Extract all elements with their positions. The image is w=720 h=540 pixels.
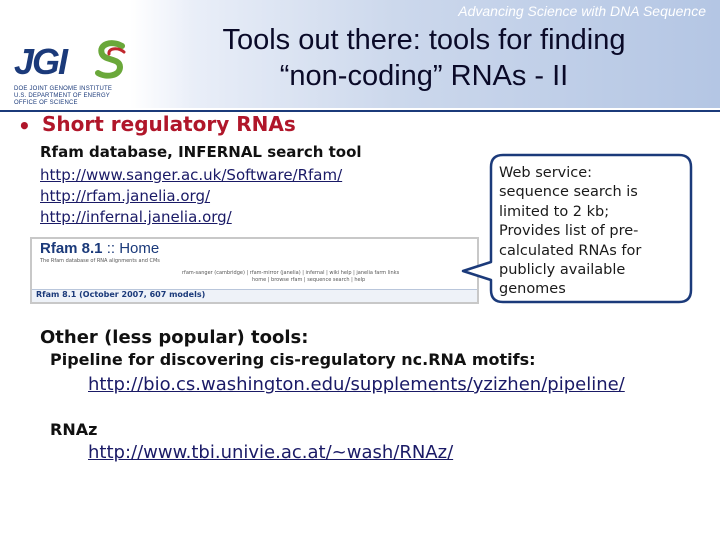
callout-line: Web service: [499,165,593,181]
sanger-rfam-link[interactable]: http://www.sanger.ac.uk/Software/Rfam/ [40,166,343,184]
callout-line: genomes [499,281,566,298]
callout-line: sequence search is [499,184,638,201]
rfam-nav-links: rfam-sanger (cambridge) | rfam-mirror (j… [182,270,400,276]
header-divider [0,110,720,112]
rfam-tools-label: Rfam database, INFERNAL search tool [40,143,362,161]
rfam-home-text: :: Home [106,240,160,257]
bullet-icon: • [18,114,31,138]
title-line-2: “non-coding” RNAs - II [279,60,569,92]
callout-text: Web service: sequence search is limited … [499,164,689,300]
rfam-subtitle: The Rfam database of RNA alignments and … [40,258,160,264]
section-heading: Short regulatory RNAs [42,112,296,136]
rnaz-link[interactable]: http://www.tbi.univie.ac.at/~wash/RNAz/ [88,442,454,463]
callout-line: publicly available [499,262,626,279]
logo-line-2: U.S. DEPARTMENT OF ENERGY [14,93,111,99]
callout-line: Provides list of pre- [499,223,639,240]
title-line-1: Tools out there: tools for finding [222,24,626,56]
rfam-footer-bar: Rfam 8.1 (October 2007, 607 models) [32,289,477,302]
callout-line: calculated RNAs for [499,242,642,259]
infernal-link[interactable]: http://infernal.janelia.org/ [40,208,232,226]
jgi-logo: JGI DOE JOINT GENOME INSTITUTE U.S. DEPA… [10,36,135,108]
logo-wordmark: JGI [14,41,68,82]
pipeline-link[interactable]: http://bio.cs.washington.edu/supplements… [88,374,625,395]
other-tools-heading: Other (less popular) tools: [40,327,309,348]
tagline: Advancing Science with DNA Sequence [458,3,706,19]
callout-balloon [461,153,693,304]
slide-title: Tools out there: tools for finding “non-… [168,22,680,94]
rfam-nav-menu: home | browse rfam | sequence search | h… [252,277,366,283]
callout-line: limited to 2 kb; [499,203,610,220]
slide-header: Advancing Science with DNA Sequence JGI … [0,0,720,108]
rfam-logo-text: Rfam 8.1 [40,240,103,257]
rfam-screenshot: Rfam 8.1 :: Home The Rfam database of RN… [30,237,479,304]
rfam-version: Rfam 8.1 (October 2007, 607 models) [36,290,206,299]
rfam-janelia-link[interactable]: http://rfam.janelia.org/ [40,187,211,205]
logo-s-icon [95,40,126,79]
rfam-logo: Rfam 8.1 :: Home [40,240,159,257]
rnaz-label: RNAz [50,420,98,439]
pipeline-label: Pipeline for discovering cis-regulatory … [50,350,536,369]
logo-line-1: DOE JOINT GENOME INSTITUTE [14,86,113,92]
logo-line-3: OFFICE OF SCIENCE [14,100,78,106]
